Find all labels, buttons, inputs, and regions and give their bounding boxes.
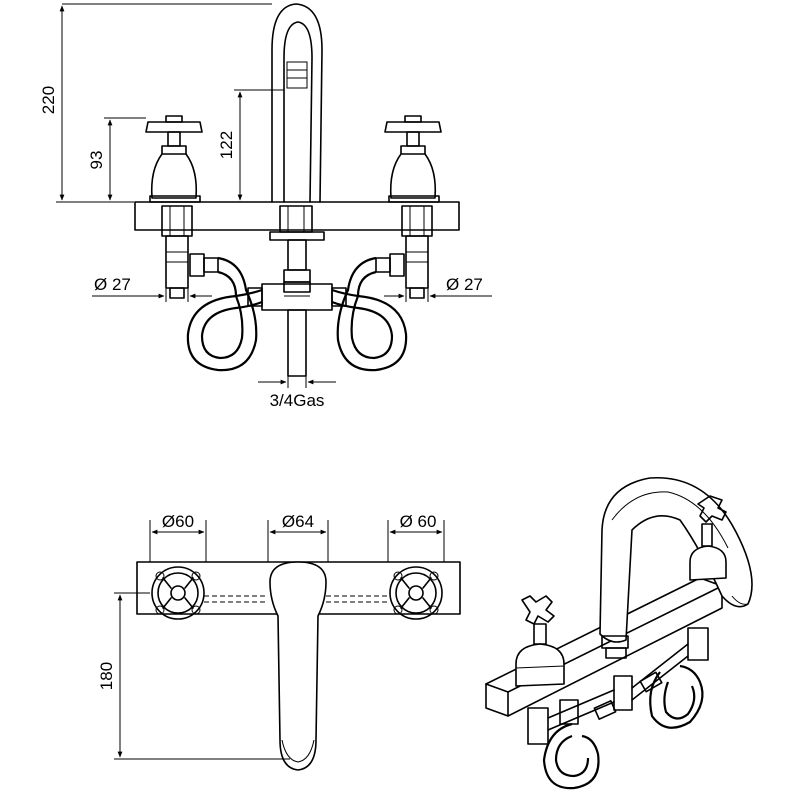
isometric-view [485,476,753,790]
iso-front-handle [515,595,565,687]
iso-left-loop-hose [542,722,600,790]
top-hidden-hoses [204,595,390,603]
iso-pipework [527,627,709,745]
dim-total-height: 220 [39,86,58,114]
dim-thread: 3/4Gas [270,391,325,410]
front-right-handle [384,115,442,203]
dim-spout-base-diameter: Ø64 [282,512,314,531]
dim-handle-height: 93 [87,151,106,170]
front-right-valve-body [401,205,433,299]
front-spout [271,3,323,203]
dim-handle-diameter-right: Ø 60 [400,512,437,531]
front-dimension-lines [56,3,492,388]
front-deck-plate [134,201,460,231]
front-left-valve-body [161,205,193,299]
dim-connector-left: Ø 27 [94,275,131,294]
dim-handle-diameter-left: Ø60 [162,512,194,531]
iso-rear-handle [689,495,727,581]
front-view: 220 93 122 Ø 27 Ø 27 3/4Gas [39,3,492,410]
dim-connector-right: Ø 27 [446,275,483,294]
dim-spout-height: 122 [217,131,236,159]
top-spout [269,561,327,771]
iso-spout [599,476,753,659]
dim-depth: 180 [97,662,116,690]
front-right-loop-hose [331,256,408,372]
iso-right-loop-hose [649,664,704,729]
front-elbows [189,253,405,277]
top-view: Ø60 Ø64 Ø 60 180 [97,512,461,771]
front-center-shank [269,205,325,283]
front-left-loop-hose [186,256,263,372]
top-right-handle [389,566,443,620]
front-center-tee [247,281,347,377]
top-left-handle [151,566,205,620]
front-left-handle [145,115,203,203]
top-dimension-lines [114,520,445,760]
